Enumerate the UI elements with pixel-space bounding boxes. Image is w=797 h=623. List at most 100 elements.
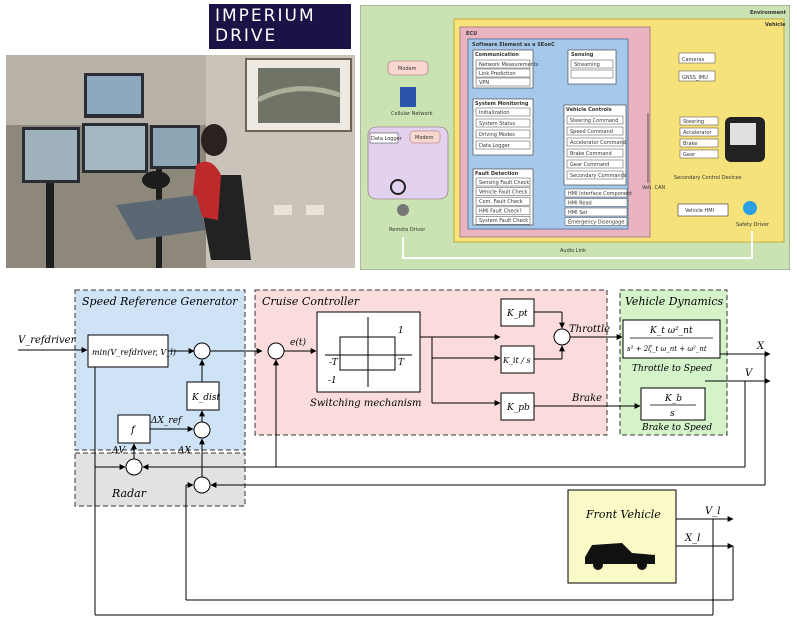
- hmi-item-box: [564, 207, 628, 217]
- vehicle-title: Vehicle: [765, 22, 786, 28]
- cruise-controller-title: Cruise Controller: [262, 295, 360, 308]
- x-l-label: X_l: [684, 533, 700, 544]
- sum-junction-2: [193, 421, 211, 439]
- logo-line1: IMPERIUM: [215, 6, 316, 26]
- hmi-item-label: HMI Set: [568, 210, 587, 216]
- front-vehicle-block: [567, 489, 677, 584]
- fault-item-box: [475, 196, 531, 206]
- remote-driver-icon: [397, 204, 409, 216]
- audio-link-label: Audio Link: [560, 248, 586, 254]
- control-item-box: [566, 148, 624, 158]
- remote-data-logger-label: Data Logger: [371, 136, 403, 142]
- sum-junction-radar-v: [125, 458, 143, 476]
- control-item-box: [566, 126, 624, 136]
- radar-title: Radar: [111, 487, 147, 500]
- logo-line2: DRIVE: [215, 26, 278, 46]
- k-dist-label: K_dist: [191, 393, 220, 403]
- modem-label: Modem: [398, 66, 417, 72]
- software-element-title: Software Element as a SEooC: [472, 42, 555, 48]
- sensor-label: Cameras: [682, 57, 705, 63]
- vehicle-hmi-label: Vehicle HMI: [685, 208, 714, 214]
- brake-transfer-block: [640, 387, 706, 421]
- car-icon: [585, 543, 655, 564]
- sum-junction-error: [267, 342, 285, 360]
- communication-item-label: Link Prediction: [479, 71, 516, 77]
- radar-box: [74, 452, 246, 507]
- switch-label: 1: [398, 326, 404, 336]
- environment-title: Environment: [750, 10, 787, 16]
- communication-item-box: [475, 68, 531, 78]
- veh-can-label: Veh. CAN: [642, 185, 665, 191]
- tf-throttle-den: s² + 2ζ_t ω_nt + ω²_nt: [627, 345, 707, 353]
- sensor-label: GNSS_IMU: [682, 75, 708, 81]
- monitoring-item-label: Driving Modes: [479, 132, 515, 138]
- speed-reference-title: Speed Reference Generator: [82, 295, 238, 308]
- monitoring-item-label: System Status: [479, 121, 516, 127]
- monitoring-item-label: Data Logger: [479, 143, 511, 149]
- monitoring-item-box: [475, 129, 531, 139]
- communication-item-label: Network Measurements: [479, 62, 539, 68]
- sum-junction-throttle: [553, 328, 571, 346]
- cellular-network-label: Cellular Network: [391, 111, 433, 117]
- fault-item-label: HMI Fault Check?: [479, 209, 522, 215]
- hmi-item-box: [564, 217, 628, 226]
- f-block-label: f: [130, 425, 137, 436]
- imperium-drive-logo: IMPERIUM DRIVE: [209, 4, 351, 49]
- actuator-label: Accelerator: [683, 130, 713, 136]
- delta-x-ref-label: ΔX_ref: [150, 416, 183, 426]
- remote-driver-label: Remote Driver: [389, 227, 426, 233]
- fault-item-label: Sensing Fault Check: [479, 180, 529, 186]
- actuator-box: [679, 116, 719, 126]
- actuator-box: [679, 138, 719, 148]
- fault-detection-title: Fault Detection: [475, 171, 519, 177]
- monitoring-item-box: [475, 118, 531, 128]
- control-item-box: [566, 159, 624, 169]
- delta-v-label: ΔV: [111, 446, 126, 456]
- communication-item-label: VPN: [479, 80, 489, 86]
- error-label: e(t): [290, 337, 306, 348]
- k-pt-block: [500, 298, 535, 327]
- delta-x-label: ΔX: [177, 446, 191, 456]
- actuator-box: [679, 149, 719, 159]
- sum-junction-radar-x: [193, 476, 211, 494]
- output-v-label: V: [745, 368, 754, 379]
- tf-brake-num: K_b: [664, 394, 682, 404]
- min-block-label: min(V_refdriver, V_l): [92, 348, 176, 357]
- control-item-label: Gear Command: [570, 162, 609, 168]
- f-block: [117, 414, 151, 444]
- control-item-box: [566, 137, 624, 147]
- control-item-label: Accelerator Command: [570, 140, 626, 146]
- front-vehicle-label: Front Vehicle: [585, 508, 661, 521]
- safety-driver-label: Safety Driver: [736, 222, 770, 228]
- remote-modem-label: Modem: [415, 135, 434, 141]
- actuator-label: Steering: [683, 119, 704, 125]
- monitoring-item-box: [475, 140, 531, 150]
- fault-item-box: [475, 216, 531, 225]
- k-pb-label: K_pb: [506, 403, 530, 413]
- sensor-box: [678, 52, 716, 64]
- cruise-controller-box: [254, 289, 608, 436]
- hmi-item-label: Emergency Disengage: [568, 219, 624, 225]
- teleoperation-station-photo: [6, 55, 355, 268]
- secondary-control-devices-label: Secondary Control Devices: [674, 175, 742, 181]
- output-x-label: X: [756, 341, 765, 352]
- monitoring-item-box: [475, 107, 531, 117]
- switch-label: -1: [328, 376, 337, 386]
- control-item-label: Brake Command: [570, 151, 612, 157]
- fault-item-box: [475, 206, 531, 216]
- communication-item-box: [475, 59, 531, 69]
- k-dist-block: [186, 381, 220, 411]
- speed-reference-generator-box: [74, 289, 246, 451]
- vehicle-dynamics-title: Vehicle Dynamics: [625, 295, 724, 308]
- control-item-label: Steering Command: [570, 118, 618, 124]
- actuator-box: [679, 127, 719, 137]
- v-ref-driver-label: V_refdriver: [18, 335, 77, 346]
- sensor-box: [678, 70, 716, 82]
- fault-item-label: System Fault Check: [479, 218, 528, 224]
- safety-driver-icon: [743, 201, 757, 215]
- vehicle-controls-title: Vehicle Controls: [566, 107, 612, 113]
- k-pt-label: K_pt: [506, 309, 528, 319]
- cellular-tower-icon: [400, 87, 416, 107]
- tf-brake-caption: Brake to Speed: [641, 423, 712, 433]
- architecture-diagram: Environment Vehicle ECU Software Element…: [360, 5, 790, 270]
